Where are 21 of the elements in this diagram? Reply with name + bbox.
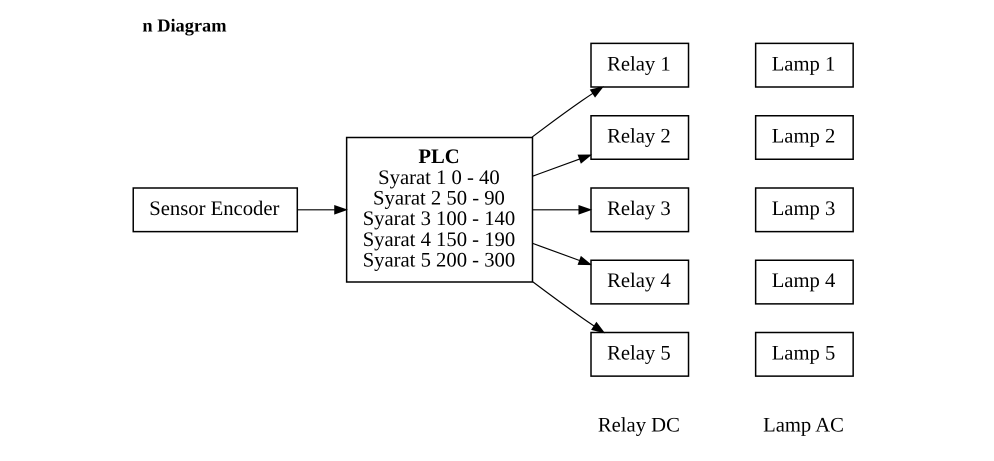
- label: Lamp AC: [762, 414, 844, 436]
- node-box: Relay 1: [590, 42, 689, 88]
- node-box: Relay 4: [590, 259, 689, 304]
- arrow: [532, 280, 605, 333]
- node-box: Lamp 1: [754, 42, 854, 88]
- node-box: Lamp 3: [754, 186, 854, 232]
- arrow: [297, 204, 348, 214]
- node-box: Relay 5: [590, 331, 689, 376]
- node-box: Lamp 2: [754, 114, 854, 160]
- node-box: PLC Syarat 1 0 - 40 Syarat 2 50 - 90 Syarat 3 100 - 140 Syarat 4 150 - 190 Syarat 5 200 - 300: [345, 136, 533, 282]
- node-box: Sensor Encoder: [132, 186, 298, 232]
- diagram-title: n Diagram: [142, 15, 226, 36]
- node-box: Relay 2: [590, 114, 689, 160]
- node-box: Lamp 5: [754, 331, 854, 376]
- label: Relay DC: [597, 414, 680, 436]
- node-box: Relay 3: [590, 186, 689, 232]
- arrow: [532, 204, 592, 214]
- arrow: [532, 154, 592, 176]
- arrow: [531, 86, 604, 138]
- node-box: Lamp 4: [754, 259, 854, 304]
- arrow: [532, 242, 592, 265]
